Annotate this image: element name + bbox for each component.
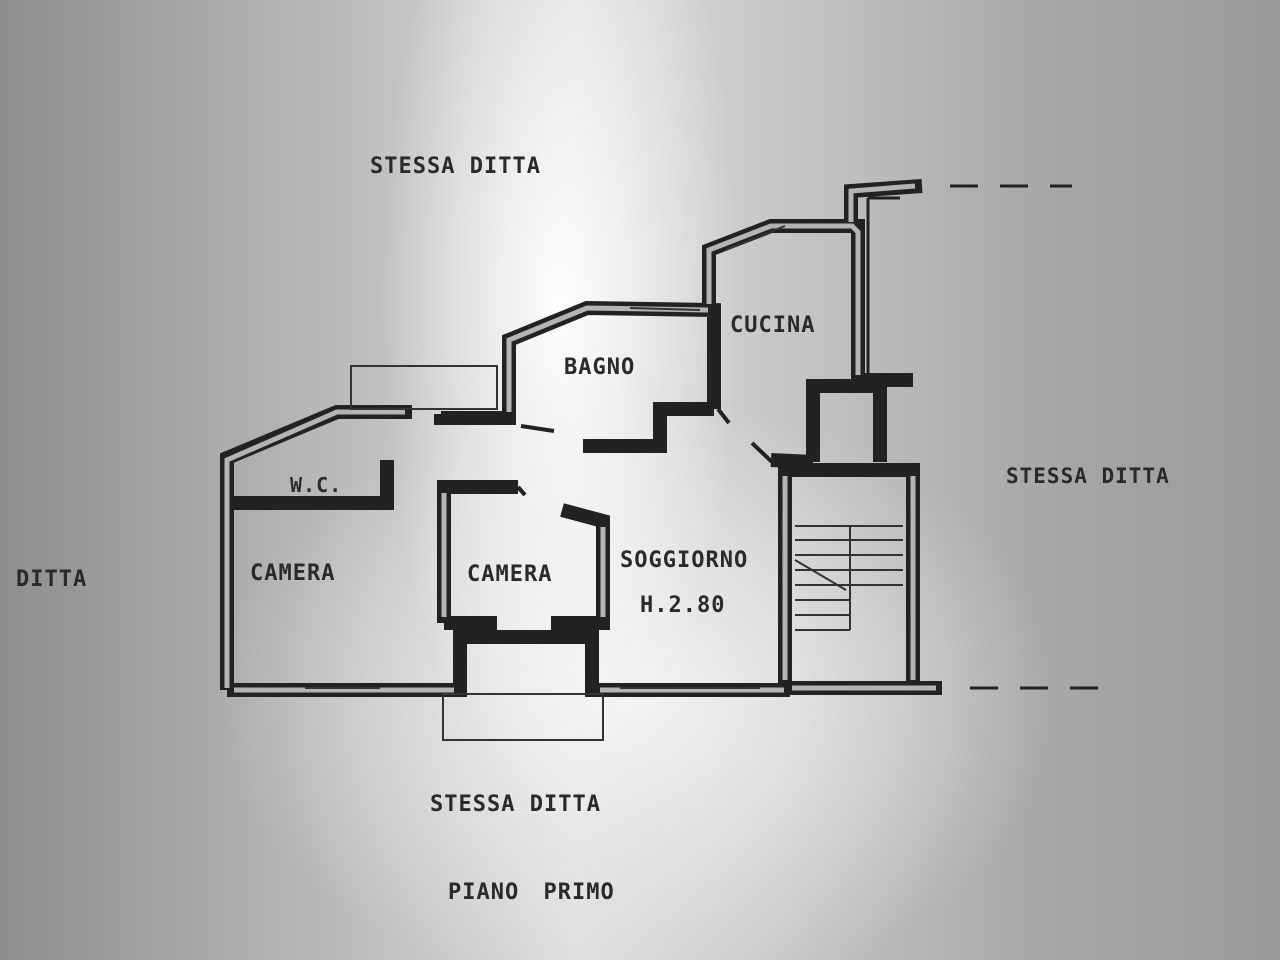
ceiling-height-label: H.2.80 (640, 593, 726, 618)
room-label-living: SOGGIORNO (620, 548, 749, 573)
stair-wall (770, 379, 920, 688)
top-balcony (350, 365, 498, 410)
bathroom-wall (583, 402, 714, 453)
neighbor-label-bottom: STESSA DITTA (430, 792, 601, 817)
room-label-kitchen: CUCINA (730, 313, 816, 338)
room-label-bathroom: BAGNO (564, 355, 636, 380)
wc-wall (232, 460, 394, 510)
neighbor-label-top: STESSA DITTA (370, 154, 541, 179)
doors (516, 407, 774, 497)
staircase (794, 525, 903, 631)
neighbor-label-left: DITTA (16, 567, 88, 592)
room-label-wc: W.C. (290, 473, 343, 497)
room-label-bedroom-2: CAMERA (467, 562, 553, 587)
neighbor-label-right: STESSA DITTA (1006, 464, 1170, 488)
walls (220, 179, 1105, 741)
room-label-bedroom-1: CAMERA (250, 561, 336, 586)
bottom-balcony (442, 693, 604, 741)
floor-title: PIANO PRIMO (448, 880, 615, 905)
outer-wall-bottom (227, 630, 942, 697)
dashed-boundary (950, 184, 1105, 690)
camera-wall (437, 480, 610, 630)
